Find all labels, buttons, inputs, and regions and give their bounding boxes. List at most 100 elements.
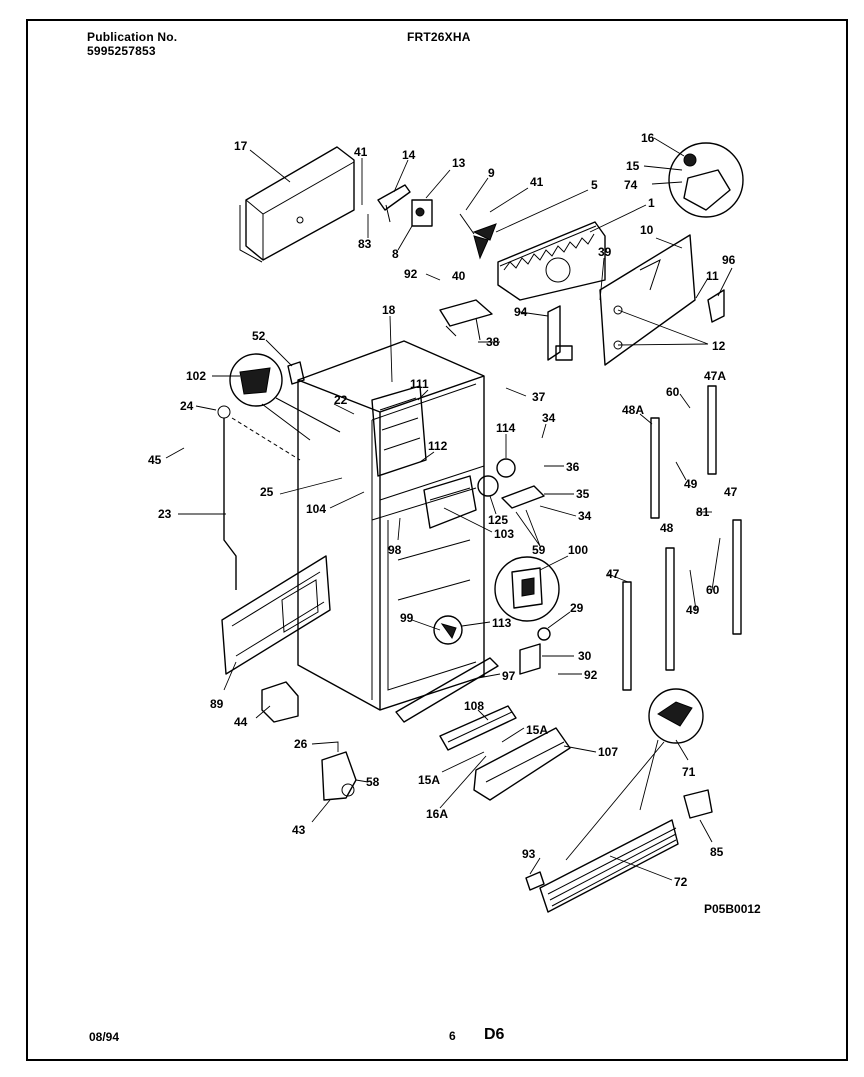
callout-34-b: 34 [578, 509, 592, 523]
part-44-block [261, 681, 299, 723]
callout-49-b: 49 [686, 603, 700, 617]
callout-103: 103 [494, 527, 514, 541]
callout-47A: 47A [704, 369, 726, 383]
callout-48A: 48A [622, 403, 644, 417]
publication-label: Publication No. [87, 30, 178, 44]
callout-74: 74 [624, 178, 638, 192]
part-72-grille [525, 819, 679, 913]
callout-104: 104 [306, 502, 326, 516]
callout-36: 36 [566, 460, 580, 474]
part-17-cover [239, 146, 355, 263]
callout-1: 1 [648, 196, 655, 210]
callout-83: 83 [358, 237, 372, 251]
callout-15A-b: 15A [418, 773, 440, 787]
callout-92: 92 [404, 267, 418, 281]
callout-72: 72 [674, 875, 688, 889]
callout-14: 14 [402, 148, 416, 162]
part-35-shelf-bracket [501, 485, 545, 509]
callout-5: 5 [591, 178, 598, 192]
callout-92-b: 92 [584, 668, 598, 682]
callout-37: 37 [532, 390, 546, 404]
part-71-detail-circle [648, 688, 704, 744]
callout-12: 12 [712, 339, 726, 353]
drawing-frame [26, 19, 848, 1061]
footer-page: 6 [449, 1029, 456, 1043]
callout-108: 108 [464, 699, 484, 713]
callout-98: 98 [388, 543, 402, 557]
callout-15A: 15A [526, 723, 548, 737]
callout-44: 44 [234, 715, 248, 729]
callout-10: 10 [640, 223, 654, 237]
callout-48: 48 [660, 521, 674, 535]
part-85-clip [683, 789, 713, 819]
cabinet [297, 340, 485, 711]
callout-52: 52 [252, 329, 266, 343]
callout-11: 11 [706, 269, 719, 283]
part-43-hinge [321, 751, 357, 801]
callout-26: 26 [294, 737, 308, 751]
callout-22: 22 [334, 393, 348, 407]
callout-labels: 17 41 14 13 9 41 5 16 15 74 1 83 8 10 96… [148, 131, 738, 889]
part-103-crisper-cover [423, 475, 477, 529]
part-10-panel [599, 234, 696, 366]
callout-38: 38 [486, 335, 500, 349]
callout-113: 113 [492, 616, 512, 630]
callout-85: 85 [710, 845, 724, 859]
callout-39: 39 [598, 245, 612, 259]
part-24-23-tube [217, 405, 301, 590]
callout-18: 18 [382, 303, 396, 317]
part-13-control [411, 199, 433, 227]
callout-112: 112 [428, 439, 448, 453]
part-14-bracket [377, 184, 411, 223]
callout-49: 49 [684, 477, 698, 491]
callout-107: 107 [598, 745, 618, 759]
part-94-bracket [547, 305, 573, 361]
callout-9: 9 [488, 166, 495, 180]
callout-96: 96 [722, 253, 736, 267]
callout-100: 100 [568, 543, 588, 557]
callout-60: 60 [666, 385, 680, 399]
drawing-code: P05B0012 [704, 902, 761, 916]
callout-24: 24 [180, 399, 194, 413]
part-97-rail [395, 657, 499, 723]
footer-date: 08/94 [89, 1030, 120, 1044]
part-47-48-rails [622, 385, 742, 691]
part-111-control-panel [371, 385, 427, 477]
model-number: FRT26XHA [407, 30, 471, 44]
callout-41: 41 [354, 145, 368, 159]
callout-23: 23 [158, 507, 172, 521]
part-40-shelf [439, 299, 493, 341]
part-125-detail-circle [477, 475, 499, 497]
callout-111: 111 [410, 377, 429, 391]
part-29-30-hinge [519, 627, 551, 675]
callout-8: 8 [392, 247, 399, 261]
callout-81: 81 [696, 505, 710, 519]
callout-25: 25 [260, 485, 274, 499]
callout-93: 93 [522, 847, 536, 861]
leader-lines [165, 137, 733, 881]
callout-60-b: 60 [706, 583, 720, 597]
callout-94: 94 [514, 305, 528, 319]
publication-number: 5995257853 [87, 44, 156, 58]
part-16-detail-circle [668, 142, 744, 218]
callout-102: 102 [186, 369, 206, 383]
callout-99: 99 [400, 611, 414, 625]
part-9-fan-blade [459, 213, 497, 260]
part-108-107-crisper [439, 705, 571, 801]
callout-34: 34 [542, 411, 556, 425]
callout-13: 13 [452, 156, 466, 170]
footer-section: D6 [484, 1026, 505, 1043]
callout-16: 16 [641, 131, 655, 145]
part-100-detail-circle [494, 556, 560, 622]
callout-89: 89 [210, 697, 224, 711]
callout-29: 29 [570, 601, 584, 615]
callout-43: 43 [292, 823, 306, 837]
callout-17: 17 [234, 139, 248, 153]
callout-47: 47 [724, 485, 738, 499]
part-96-clip [707, 289, 725, 323]
callout-97: 97 [502, 669, 516, 683]
callout-59: 59 [532, 543, 546, 557]
callout-71: 71 [682, 765, 696, 779]
callout-16A: 16A [426, 807, 448, 821]
